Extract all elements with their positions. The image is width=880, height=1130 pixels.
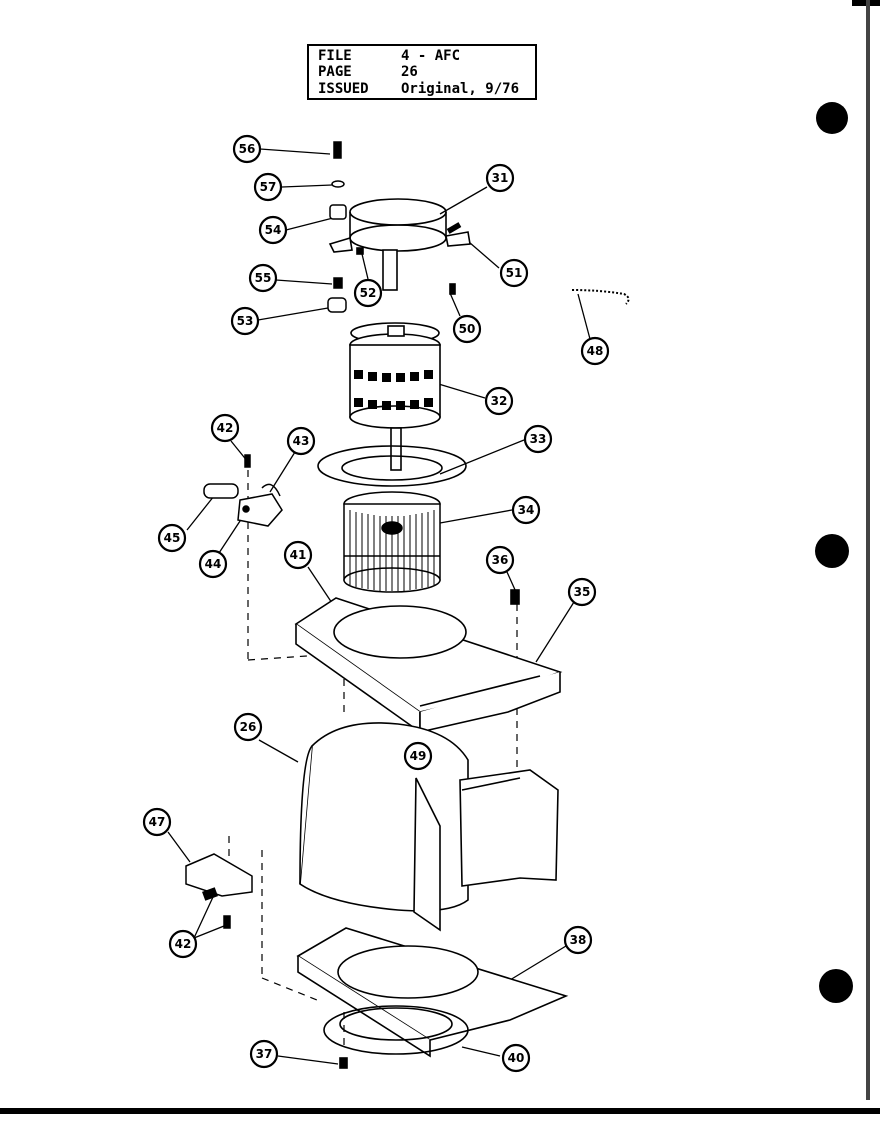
callout-42-top xyxy=(210,413,240,443)
binder-holes xyxy=(815,102,853,1003)
callout-33 xyxy=(523,424,553,454)
callout-55 xyxy=(248,263,278,293)
callout-label-36: 36 xyxy=(492,553,509,567)
blower-housing xyxy=(299,722,559,932)
file-label: FILE xyxy=(318,48,352,64)
callout-label-42-top: 42 xyxy=(217,421,234,435)
blower-inlet-ring xyxy=(317,445,467,487)
callout-label-51: 51 xyxy=(506,266,523,280)
callout-label-47: 47 xyxy=(149,815,166,829)
callout-48 xyxy=(580,336,610,366)
callout-37 xyxy=(249,1039,279,1069)
callout-label-38: 38 xyxy=(570,933,587,947)
callout-44 xyxy=(198,549,228,579)
callout-label-56: 56 xyxy=(239,142,256,156)
callout-label-34: 34 xyxy=(518,503,535,517)
capacitor-assembly xyxy=(203,454,283,527)
issued-label: ISSUED xyxy=(318,81,369,97)
page-label: PAGE xyxy=(318,64,352,80)
callout-36 xyxy=(485,545,515,575)
callout-label-53: 53 xyxy=(237,314,254,328)
callout-label-45: 45 xyxy=(164,531,181,545)
motor-mount-ring xyxy=(328,198,471,295)
title-row-issued: ISSUED Original, 9/76 xyxy=(309,81,535,98)
title-block: FILE 4 - AFC PAGE 26 ISSUED Original, 9/… xyxy=(307,44,537,100)
callout-32 xyxy=(484,386,514,416)
callout-labels: 56 57 54 55 53 52 31 51 50 48 32 33 34 4… xyxy=(149,142,604,1065)
file-value: 4 - AFC xyxy=(401,48,461,64)
callout-49 xyxy=(403,741,433,771)
callout-label-37: 37 xyxy=(256,1047,273,1061)
callout-31 xyxy=(485,163,515,193)
callout-label-41: 41 xyxy=(290,548,307,562)
callout-label-43: 43 xyxy=(293,434,310,448)
callout-41 xyxy=(283,540,313,570)
callout-38 xyxy=(563,925,593,955)
callout-label-40: 40 xyxy=(508,1051,525,1065)
outlet-ring xyxy=(323,1005,469,1069)
callout-label-44: 44 xyxy=(205,557,222,571)
title-row-page: PAGE 26 xyxy=(309,64,535,81)
callout-label-42-bottom: 42 xyxy=(175,937,192,951)
callout-label-55: 55 xyxy=(255,271,272,285)
callout-45 xyxy=(157,523,187,553)
issued-value: Original, 9/76 xyxy=(401,81,520,97)
page-value: 26 xyxy=(401,64,418,80)
blower-motor xyxy=(349,322,441,471)
callout-52 xyxy=(353,278,383,308)
callout-51 xyxy=(499,258,529,288)
callout-label-26: 26 xyxy=(240,720,257,734)
blower-mounting-plate xyxy=(294,589,563,734)
callout-40 xyxy=(501,1043,531,1073)
leader-lines xyxy=(167,148,591,1065)
title-row-file: FILE 4 - AFC xyxy=(309,48,535,65)
callout-label-57: 57 xyxy=(260,180,277,194)
callout-56 xyxy=(232,134,262,164)
callout-label-32: 32 xyxy=(491,394,508,408)
callout-42-bottom xyxy=(168,929,198,959)
callout-47 xyxy=(142,807,172,837)
callout-57 xyxy=(253,172,283,202)
callout-label-33: 33 xyxy=(530,432,547,446)
callout-label-54: 54 xyxy=(265,223,282,237)
callout-label-50: 50 xyxy=(459,322,476,336)
callout-label-52: 52 xyxy=(360,286,377,300)
callout-label-48: 48 xyxy=(587,344,604,358)
callout-43 xyxy=(286,426,316,456)
callout-54 xyxy=(258,215,288,245)
callout-label-31: 31 xyxy=(492,171,509,185)
callout-35 xyxy=(567,577,597,607)
callout-34 xyxy=(511,495,541,525)
mounting-bracket xyxy=(185,853,253,929)
motor-mount-hardware xyxy=(327,141,347,313)
callout-26 xyxy=(233,712,263,742)
callout-53 xyxy=(230,306,260,336)
blower-wheel xyxy=(343,491,441,593)
callout-label-35: 35 xyxy=(574,585,591,599)
callout-50 xyxy=(452,314,482,344)
callout-bubbles xyxy=(142,134,610,1073)
bottom-plate xyxy=(296,927,569,1058)
callout-label-49: 49 xyxy=(410,749,427,763)
bead-chain xyxy=(571,289,630,305)
